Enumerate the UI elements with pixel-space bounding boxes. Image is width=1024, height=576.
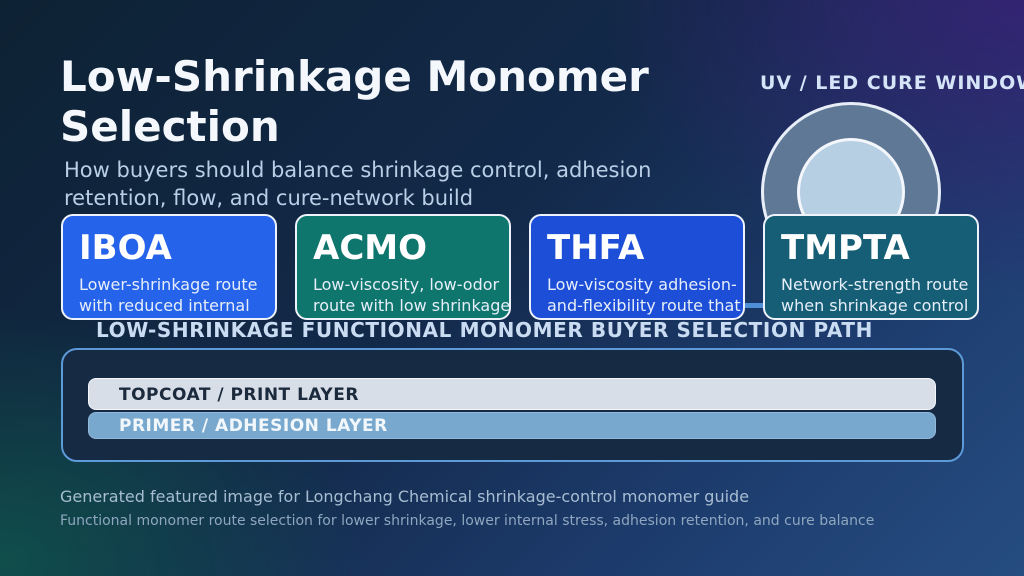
image-caption: Generated featured image for Longchang C… <box>60 487 750 506</box>
monomer-card-acmo: ACMO Low-viscosity, low-odor route with … <box>295 214 511 320</box>
monomer-card-name: IBOA <box>79 228 172 268</box>
monomer-card-thfa: THFA Low-viscosity adhesion-and-flexibil… <box>529 214 745 320</box>
monomer-card-name: THFA <box>547 228 645 268</box>
monomer-card-description: Low-viscosity, low-odor route with low s… <box>313 275 511 318</box>
page-title: Low-Shrinkage Monomer Selection <box>60 52 649 151</box>
monomer-card-name: ACMO <box>313 228 428 268</box>
monomer-card-description: Network-strength route when shrinkage co… <box>781 275 969 315</box>
cure-window-label: UV / LED CURE WINDOW <box>760 72 1024 94</box>
monomer-card-iboa: IBOA Lower-shrinkage route with reduced … <box>61 214 277 320</box>
image-footnote: Functional monomer route selection for l… <box>60 513 875 529</box>
monomer-card-description: Low-viscosity adhesion-and-flexibility r… <box>547 275 741 318</box>
monomer-card-description: Lower-shrinkage route with reduced inter… <box>79 275 258 318</box>
monomer-card-name: TMPTA <box>781 228 910 268</box>
page-subtitle: How buyers should balance shrinkage cont… <box>64 158 652 210</box>
selection-path-label: LOW-SHRINKAGE FUNCTIONAL MONOMER BUYER S… <box>96 318 873 342</box>
monomer-card-tmpta: TMPTA Network-strength route when shrink… <box>763 214 979 320</box>
card-connector <box>742 303 772 308</box>
primer-layer: PRIMER / ADHESION LAYER <box>88 412 936 439</box>
topcoat-layer: TOPCOAT / PRINT LAYER <box>88 378 936 410</box>
